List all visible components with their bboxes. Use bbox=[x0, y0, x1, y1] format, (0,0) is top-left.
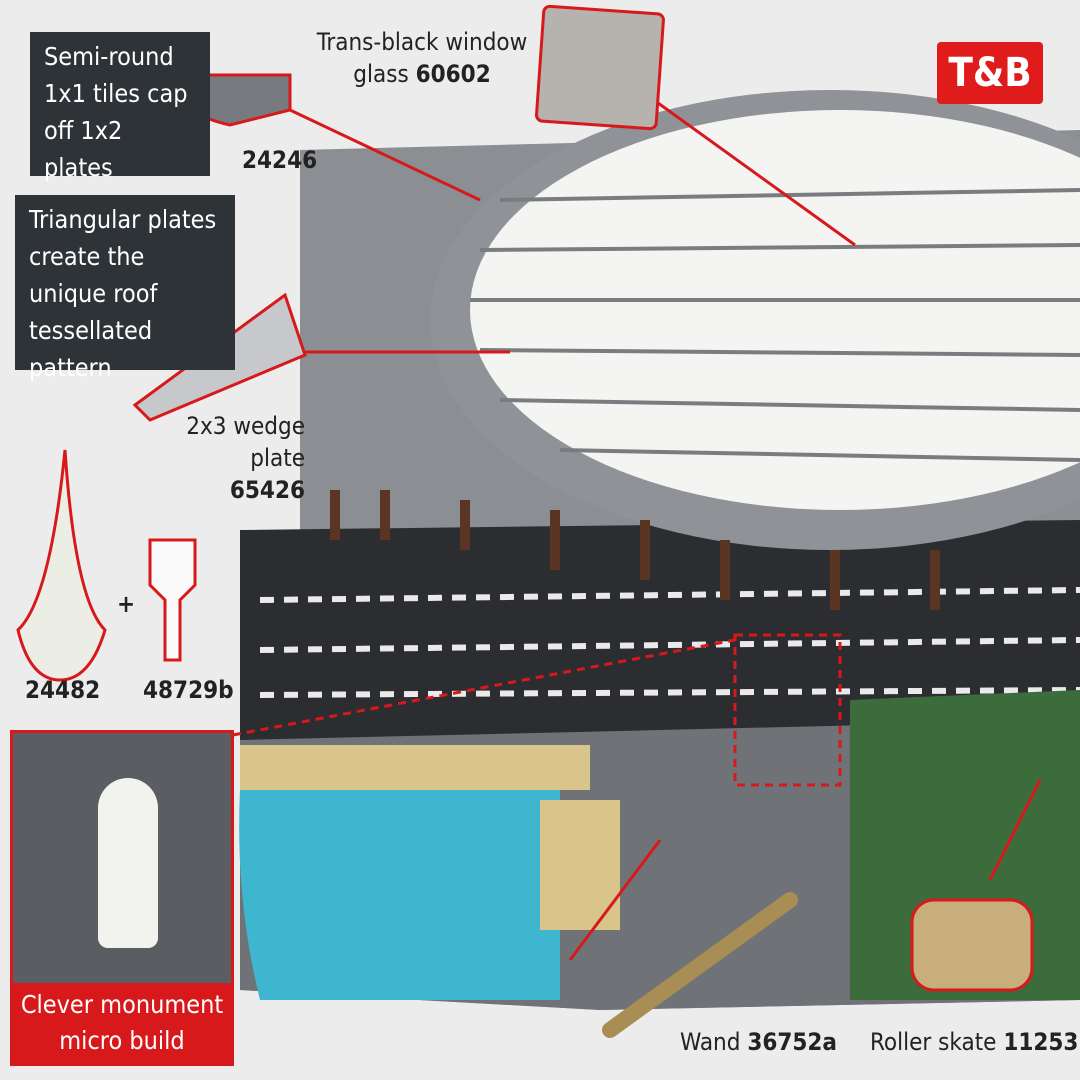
part-number-24246: 24246 bbox=[242, 146, 318, 174]
brand-logo: T&B bbox=[937, 42, 1043, 104]
callout-skate: Roller skate 11253 bbox=[870, 1026, 1078, 1058]
callout-text: Wand bbox=[680, 1028, 741, 1056]
part-24482-image bbox=[16, 449, 107, 682]
part-number: 11253 bbox=[1003, 1028, 1079, 1056]
part-number-24482: 24482 bbox=[25, 676, 101, 704]
part-number: 60602 bbox=[415, 60, 491, 88]
callout-wedge: 2x3 wedge plate 65426 bbox=[170, 410, 305, 506]
callout-arrows bbox=[232, 88, 1042, 961]
wand-image bbox=[602, 892, 798, 1038]
callout-wand: Wand 36752a bbox=[680, 1026, 837, 1058]
callout-semi-round: Semi-round 1x1 tiles cap off 1x2 plates bbox=[30, 32, 210, 182]
road-markings bbox=[259, 587, 1080, 698]
monument-image bbox=[98, 778, 158, 948]
callout-window: Trans-black window glass 60602 bbox=[312, 26, 532, 90]
callout-triangular: Triangular plates create the unique roof… bbox=[15, 195, 235, 382]
part-number: 65426 bbox=[229, 476, 305, 504]
callout-text: Roller skate bbox=[870, 1028, 997, 1056]
part-48729b-image bbox=[148, 538, 197, 662]
stadium-roof bbox=[470, 110, 1080, 510]
callout-text: Trans-black window glass bbox=[316, 28, 528, 88]
palm-trees bbox=[330, 490, 940, 610]
plus-sign: + bbox=[117, 590, 136, 618]
roof-ribs bbox=[470, 188, 1080, 462]
monument-caption: Clever monument micro build bbox=[13, 983, 231, 1063]
pool bbox=[239, 790, 560, 1000]
monument-inset: Clever monument micro build bbox=[10, 730, 234, 1066]
arcade bbox=[240, 745, 590, 790]
window-60602-image bbox=[535, 4, 665, 131]
part-number: 36752a bbox=[747, 1028, 837, 1056]
road bbox=[240, 520, 1080, 740]
roller-skate-image bbox=[910, 898, 1034, 992]
callout-text: Semi-round 1x1 tiles cap off 1x2 plates bbox=[44, 42, 188, 182]
pyramid-plaza bbox=[540, 800, 620, 930]
callout-text: Triangular plates create the unique roof… bbox=[29, 205, 217, 382]
callout-text: 2x3 wedge plate bbox=[186, 412, 305, 472]
part-number-48729b: 48729b bbox=[143, 676, 234, 704]
